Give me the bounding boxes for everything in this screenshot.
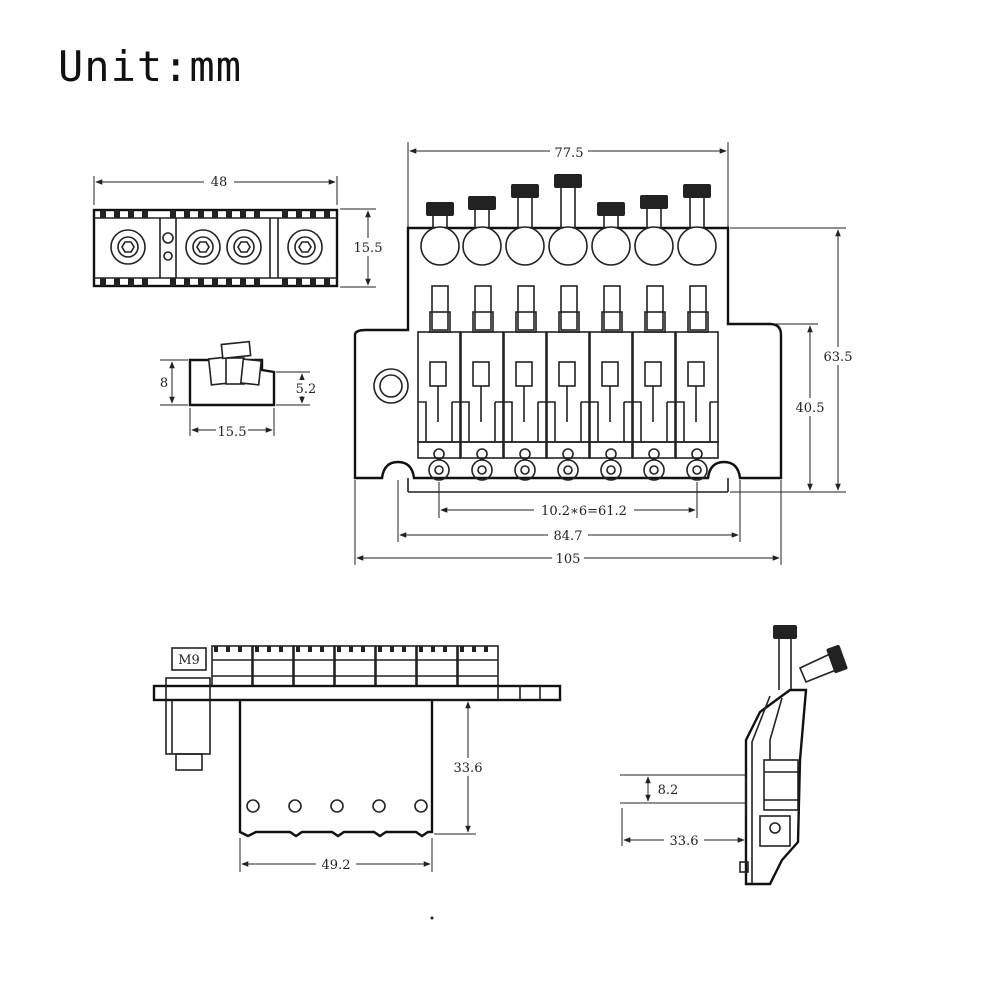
dim-top-width: 77.5	[555, 146, 584, 161]
spring-holes	[246, 799, 428, 813]
dim-block-width: 15.5	[218, 425, 247, 440]
sustain-block	[238, 700, 434, 838]
saddle-5	[589, 285, 633, 481]
dim-side-offset: 8.2	[658, 783, 679, 798]
dim-total-height: 63.5	[824, 350, 853, 365]
dim-block-height-left: 8	[160, 376, 168, 391]
nut-bolt-icon-3	[226, 229, 262, 265]
saddle-3	[503, 285, 547, 481]
post-hole-icon	[373, 368, 409, 404]
saddle-2	[460, 285, 504, 481]
saddle-7	[675, 285, 719, 481]
dim-body-height: 40.5	[796, 401, 825, 416]
fine-tuner-4	[548, 174, 588, 266]
dim-nut-height: 15.5	[354, 241, 383, 256]
fine-tuner-2	[462, 196, 502, 266]
fine-tuner-1	[420, 202, 460, 266]
saddles	[417, 285, 719, 481]
dim-total-width: 105	[556, 552, 581, 567]
nut-bolt-icon-2	[185, 229, 221, 265]
string-lock-screw-icon	[798, 644, 848, 684]
nut-hole-icon	[162, 232, 174, 261]
dim-stud-thread: M9	[178, 653, 200, 668]
baseplate-outline	[353, 226, 783, 480]
dim-sustain-block-width: 49.2	[322, 858, 351, 873]
dim-string-spacing: 10.2∗6=61.2	[541, 504, 627, 519]
nut-teeth-top	[100, 210, 330, 286]
fine-tuners	[420, 174, 717, 266]
nut-bolt-icon-4	[287, 229, 323, 265]
dim-sustain-block-depth: 33.6	[454, 761, 483, 776]
fine-tuner-knob-icon	[773, 625, 797, 639]
bridge-side-view: M9	[152, 645, 562, 873]
fine-tuner-3	[505, 184, 545, 266]
fine-tuner-7	[677, 184, 717, 266]
saddle-1	[417, 285, 461, 481]
fine-tuner-6	[634, 195, 674, 266]
fine-tuner-5	[591, 202, 631, 266]
bridge-top-view: 77.5	[353, 142, 858, 567]
dim-nut-width: 48	[211, 175, 228, 190]
dim-block-height-right: 5.2	[296, 382, 317, 397]
unit-label: Unit:mm	[58, 42, 243, 91]
dim-side-depth: 33.6	[670, 834, 699, 849]
dim-post-spacing: 84.7	[554, 529, 583, 544]
side-saddles	[211, 645, 499, 687]
nut-bolt-icon-1	[110, 229, 146, 265]
stud-thread-label-box	[171, 647, 207, 671]
saddle-6	[632, 285, 676, 481]
bridge-profile-view: 8.2 33.6	[620, 625, 848, 886]
locking-nut-top-view: 48 15.5	[92, 172, 383, 288]
nut-clamp-side-view: 8 5.2 15.5	[158, 340, 320, 440]
saddle-4	[546, 285, 590, 481]
